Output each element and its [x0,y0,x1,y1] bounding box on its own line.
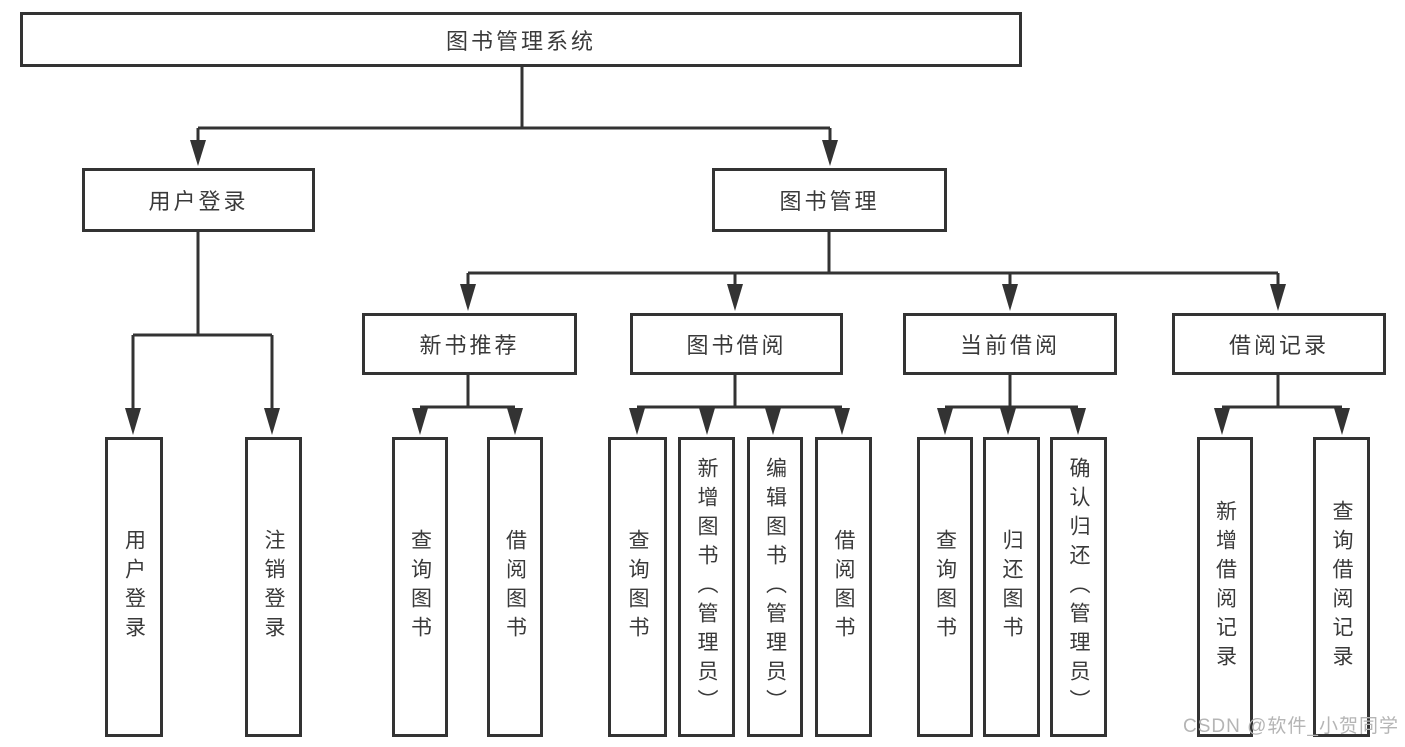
node-borrow-books-borrowing: 借阅图书 [815,437,872,737]
node-label: 用户登录 [148,189,249,214]
node-borrowing-records: 借阅记录 [1172,313,1386,375]
node-label: 新书推荐 [419,333,520,358]
node-edit-book-admin: 编辑图书（管理员） [747,437,803,737]
node-book-management: 图书管理 [712,168,947,232]
node-query-books-recommend: 查询图书 [392,437,448,737]
node-label: 注销登录 [262,529,285,645]
node-label: 编辑图书（管理员） [763,456,787,718]
node-label: 图书借阅 [686,333,787,358]
node-label: 新增借阅记录 [1213,500,1237,674]
arrowheads [125,140,1350,435]
node-label: 图书管理 [779,189,880,214]
node-logout: 注销登录 [245,437,302,737]
node-add-borrow-record: 新增借阅记录 [1197,437,1253,737]
node-return-books: 归还图书 [983,437,1040,737]
node-new-book-recommendation: 新书推荐 [362,313,577,375]
node-label: 借阅图书 [503,529,527,645]
node-book-borrowing: 图书借阅 [630,313,843,375]
node-label: 查询图书 [626,529,649,645]
node-borrow-books-recommend: 借阅图书 [487,437,543,737]
node-confirm-return-admin: 确认归还（管理员） [1050,437,1107,737]
node-query-books-borrowing: 查询图书 [608,437,667,737]
csdn-watermark: CSDN @软件_小贺同学 [1183,716,1399,737]
node-label: 查询图书 [933,529,957,645]
node-label: 确认归还（管理员） [1067,456,1090,718]
node-user-login: 用户登录 [82,168,315,232]
node-add-book-admin: 新增图书（管理员） [678,437,735,737]
node-label: 借阅图书 [832,529,855,645]
node-user-login-action: 用户登录 [105,437,163,737]
node-label: 图书管理系统 [445,28,596,54]
node-label: 查询借阅记录 [1330,500,1353,674]
node-label: 当前借阅 [959,333,1060,358]
node-label: 用户登录 [122,529,146,645]
node-current-borrowing: 当前借阅 [903,313,1117,375]
node-library-management-system: 图书管理系统 [20,12,1022,67]
node-label: 归还图书 [1000,529,1023,645]
node-label: 新增图书（管理员） [695,456,718,718]
node-label: 借阅记录 [1228,333,1329,358]
node-query-books-current: 查询图书 [917,437,973,737]
node-query-borrow-record: 查询借阅记录 [1313,437,1370,737]
node-label: 查询图书 [408,529,432,645]
